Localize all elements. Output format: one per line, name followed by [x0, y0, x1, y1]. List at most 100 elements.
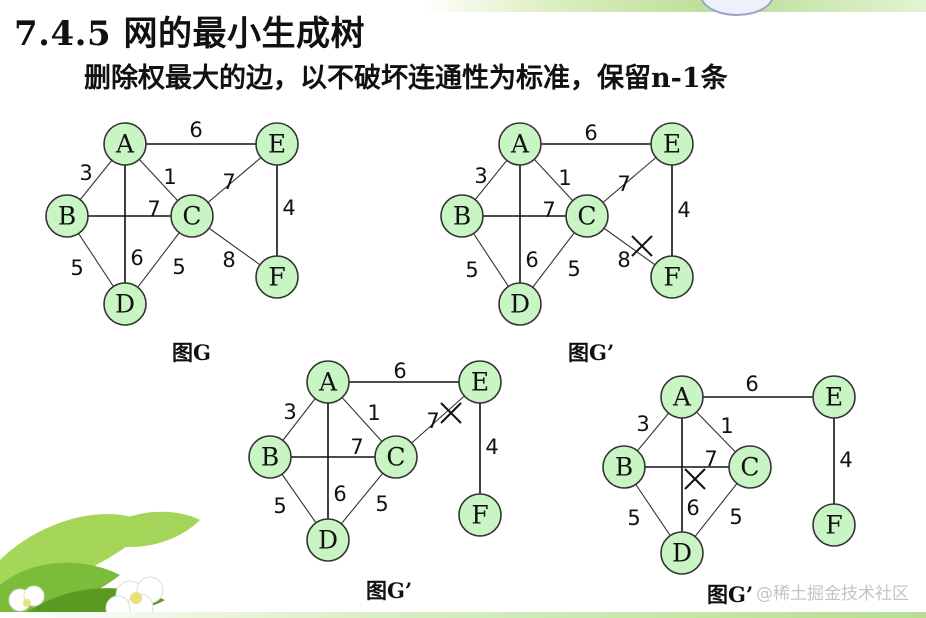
edge-weight-a-e: 6 — [393, 359, 406, 383]
node-e: E — [458, 360, 502, 404]
edge-weight-b-c: 7 — [704, 447, 717, 471]
node-b: B — [440, 194, 484, 238]
node-e: E — [650, 122, 694, 166]
edge-weight-b-d: 5 — [627, 506, 640, 530]
node-a: A — [498, 122, 542, 166]
svg-text:D: D — [510, 290, 530, 319]
edge-weight-a-c: 1 — [558, 166, 571, 190]
footer-decor-line — [0, 612, 926, 618]
edge-weight-a-c: 1 — [367, 401, 380, 425]
svg-text:B: B — [261, 443, 279, 472]
delete-x-icon — [631, 235, 653, 257]
node-f: F — [255, 255, 299, 299]
edge-weight-c-d: 5 — [172, 255, 185, 279]
edge-weight-c-d: 5 — [567, 257, 580, 281]
svg-text:F: F — [471, 501, 488, 530]
node-d: D — [306, 518, 350, 562]
node-b: B — [248, 435, 292, 479]
svg-text:A: A — [672, 383, 692, 412]
svg-text:E: E — [471, 368, 489, 397]
svg-text:F: F — [825, 511, 842, 540]
edge-weight-a-e: 6 — [189, 118, 202, 142]
node-c: C — [565, 194, 609, 238]
svg-text:C: C — [386, 443, 405, 472]
node-f: F — [458, 493, 502, 537]
edge-weight-b-c: 7 — [147, 197, 160, 221]
page-subtitle: 删除权最大的边，以不破坏连通性为标准，保留n-1条 — [84, 63, 728, 94]
edge-weight-e-f: 4 — [677, 198, 690, 222]
svg-text:D: D — [318, 526, 338, 555]
svg-text:C: C — [577, 202, 596, 231]
svg-text:E: E — [663, 130, 681, 159]
edge-weight-e-f: 4 — [839, 448, 852, 472]
svg-text:C: C — [182, 202, 201, 231]
edge-weight-b-c: 7 — [350, 435, 363, 459]
edge-weight-c-f: 8 — [222, 248, 235, 272]
caption-graph-g-prime-2: 图G’ — [366, 578, 412, 603]
edge-weight-a-b: 3 — [474, 164, 487, 188]
edge-weight-e-f: 4 — [282, 196, 295, 220]
node-d: D — [660, 531, 704, 575]
node-f: F — [650, 255, 694, 299]
edge-weight-c-e: 7 — [222, 170, 235, 194]
caption-graph-g: 图G — [172, 340, 211, 365]
node-d: D — [103, 282, 147, 326]
edge-weight-c-e: 7 — [617, 172, 630, 196]
caption-graph-g-prime-1: 图G’ — [568, 340, 614, 365]
edge-weight-a-d: 6 — [333, 482, 346, 506]
graph-g: 6 3 1 7 7 4 5 6 5 8 A E B C D F 图G — [45, 118, 299, 365]
svg-text:E: E — [825, 383, 843, 412]
edge-weight-a-d: 6 — [130, 246, 143, 270]
top-decor-strip — [420, 0, 926, 12]
svg-text:F: F — [268, 263, 285, 292]
svg-text:F: F — [663, 263, 680, 292]
edge-weight-a-e: 6 — [745, 372, 758, 396]
svg-text:D: D — [115, 290, 135, 319]
edge-weight-c-e: 7 — [426, 409, 439, 433]
caption-graph-g-prime-3: 图G’ — [707, 582, 753, 607]
edge-weight-a-c: 1 — [720, 414, 733, 438]
edge-weight-a-e: 6 — [584, 121, 597, 145]
graph-g-prime-3: 6 3 1 7 4 5 6 5 A E B C D F 图G’ — [602, 372, 856, 607]
delete-x-icon — [440, 402, 462, 424]
node-a: A — [103, 122, 147, 166]
node-c: C — [170, 194, 214, 238]
node-c: C — [728, 445, 772, 489]
graph-g-prime-1: 6 3 1 7 7 4 5 6 5 8 A E B C D F 图G’ — [440, 121, 694, 365]
edge-weight-b-d: 5 — [465, 258, 478, 282]
node-f: F — [812, 503, 856, 547]
page-title: 7.4.5 网的最小生成树 — [14, 14, 365, 54]
edge-weight-a-c: 1 — [163, 165, 176, 189]
svg-text:B: B — [453, 202, 471, 231]
node-c: C — [374, 435, 418, 479]
edge-weight-a-d: 6 — [686, 496, 699, 520]
edge-weight-b-c: 7 — [542, 198, 555, 222]
node-a: A — [660, 375, 704, 419]
svg-text:B: B — [58, 202, 76, 231]
node-a: A — [306, 360, 350, 404]
node-e: E — [812, 375, 856, 419]
watermark-text: @稀土掘金技术社区 — [756, 584, 909, 604]
svg-text:A: A — [115, 130, 135, 159]
node-b: B — [602, 445, 646, 489]
svg-text:C: C — [740, 453, 759, 482]
edge-weight-a-b: 3 — [283, 400, 296, 424]
edge-weight-b-d: 5 — [70, 256, 83, 280]
graph-g-prime-2: 6 3 1 7 7 4 5 6 5 A E B C D F 图G’ — [248, 359, 502, 603]
edge-weight-c-d: 5 — [375, 492, 388, 516]
edge-weight-a-b: 3 — [636, 412, 649, 436]
edge-weight-e-f: 4 — [485, 435, 498, 459]
edge-weight-b-d: 5 — [273, 494, 286, 518]
delete-x-icon — [684, 468, 706, 490]
node-e: E — [255, 122, 299, 166]
svg-text:A: A — [318, 368, 338, 397]
edge-weight-c-f: 8 — [617, 248, 630, 272]
svg-text:B: B — [615, 453, 633, 482]
node-b: B — [45, 194, 89, 238]
edge-weight-c-d: 5 — [729, 505, 742, 529]
svg-text:E: E — [268, 130, 286, 159]
svg-text:A: A — [510, 130, 530, 159]
svg-text:D: D — [672, 539, 692, 568]
edge-weight-a-d: 6 — [525, 248, 538, 272]
